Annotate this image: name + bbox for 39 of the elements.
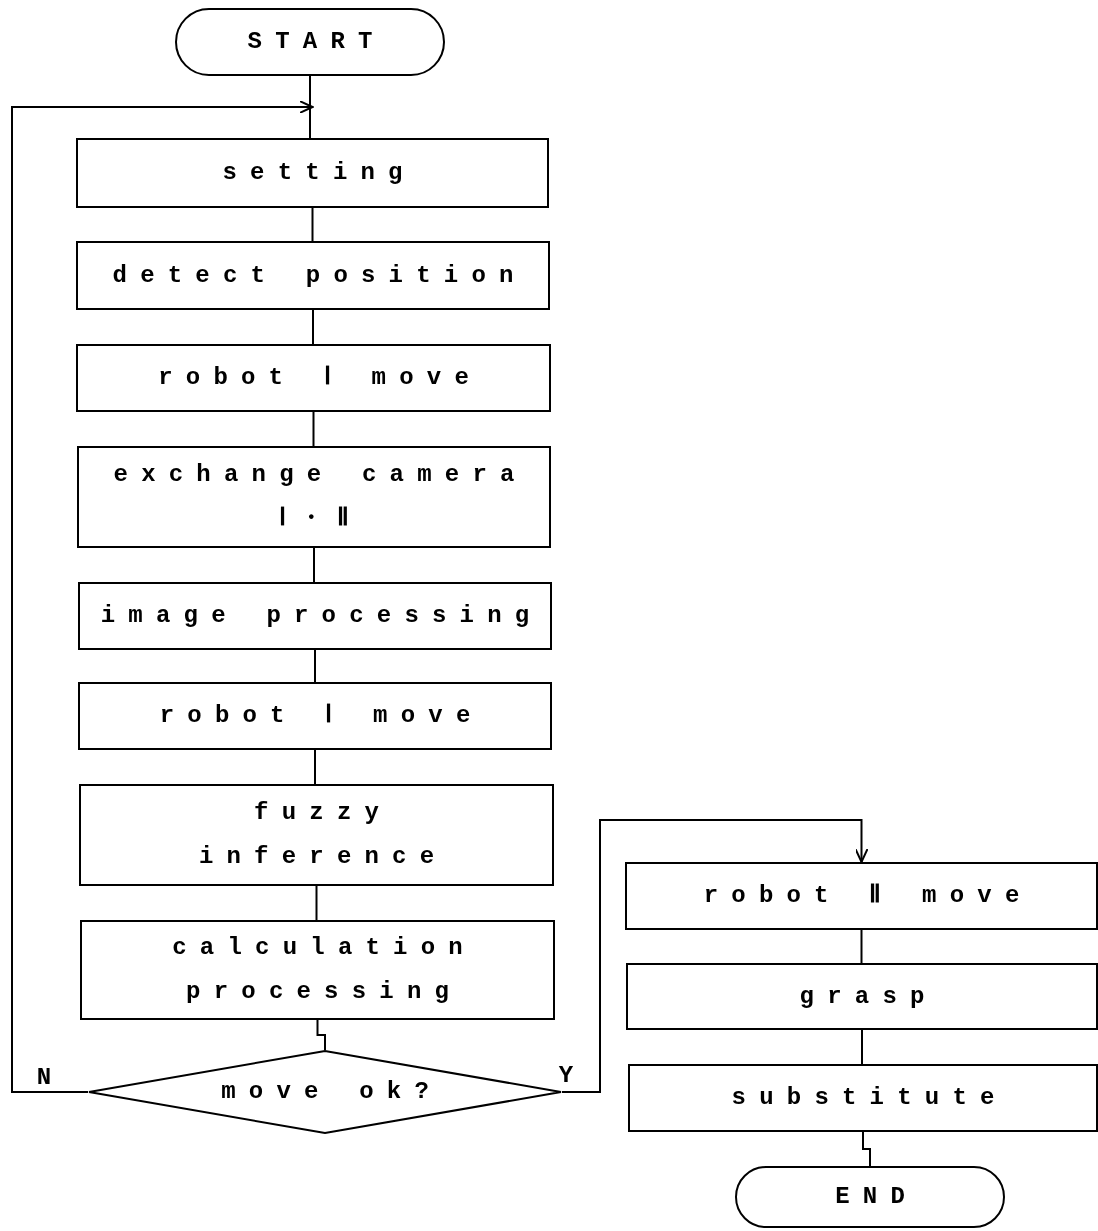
connector-line: [309, 75, 311, 139]
connector-line: [861, 1029, 863, 1065]
step-label: robot Ⅱ move: [702, 881, 1033, 911]
step-label: grasp: [798, 981, 938, 1012]
connector-line: [312, 411, 315, 447]
connector-line: [315, 885, 318, 921]
connector-line: [316, 1019, 326, 1051]
process-box: [626, 963, 1098, 1030]
step-label: calculation processing: [171, 933, 477, 1007]
arrow: [561, 819, 869, 1093]
process-box: [76, 241, 550, 310]
connector-line: [314, 649, 316, 683]
connector-line: [860, 929, 863, 964]
process-box: [80, 920, 555, 1020]
process-box: [625, 862, 1098, 930]
step-label: exchange camera Ⅰ・Ⅱ: [112, 460, 529, 534]
step-label: substitute: [730, 1083, 1008, 1113]
process-box: [76, 344, 551, 412]
step-label: robot Ⅰ move: [157, 363, 482, 393]
connector-line: [312, 309, 314, 345]
step-label: END: [834, 1182, 918, 1212]
process-box: [79, 784, 554, 886]
step-label: robot Ⅰ move: [158, 701, 484, 731]
connector-line: [314, 749, 316, 785]
step-label: fuzzy inference: [197, 798, 449, 872]
step-label: image processing: [99, 601, 543, 631]
step-label: detect position: [111, 260, 527, 291]
step-label: move ok?: [220, 1077, 442, 1107]
process-box: [78, 582, 552, 650]
connector-line: [313, 547, 315, 583]
process-box: [78, 682, 552, 750]
process-box: [76, 138, 549, 208]
connector-line: [311, 207, 314, 242]
arrow: [11, 100, 314, 1093]
step-label: setting: [221, 158, 416, 188]
connector-line: [862, 1131, 871, 1167]
step-label: START: [246, 27, 386, 57]
process-box: [77, 446, 551, 548]
process-box: [628, 1064, 1098, 1132]
